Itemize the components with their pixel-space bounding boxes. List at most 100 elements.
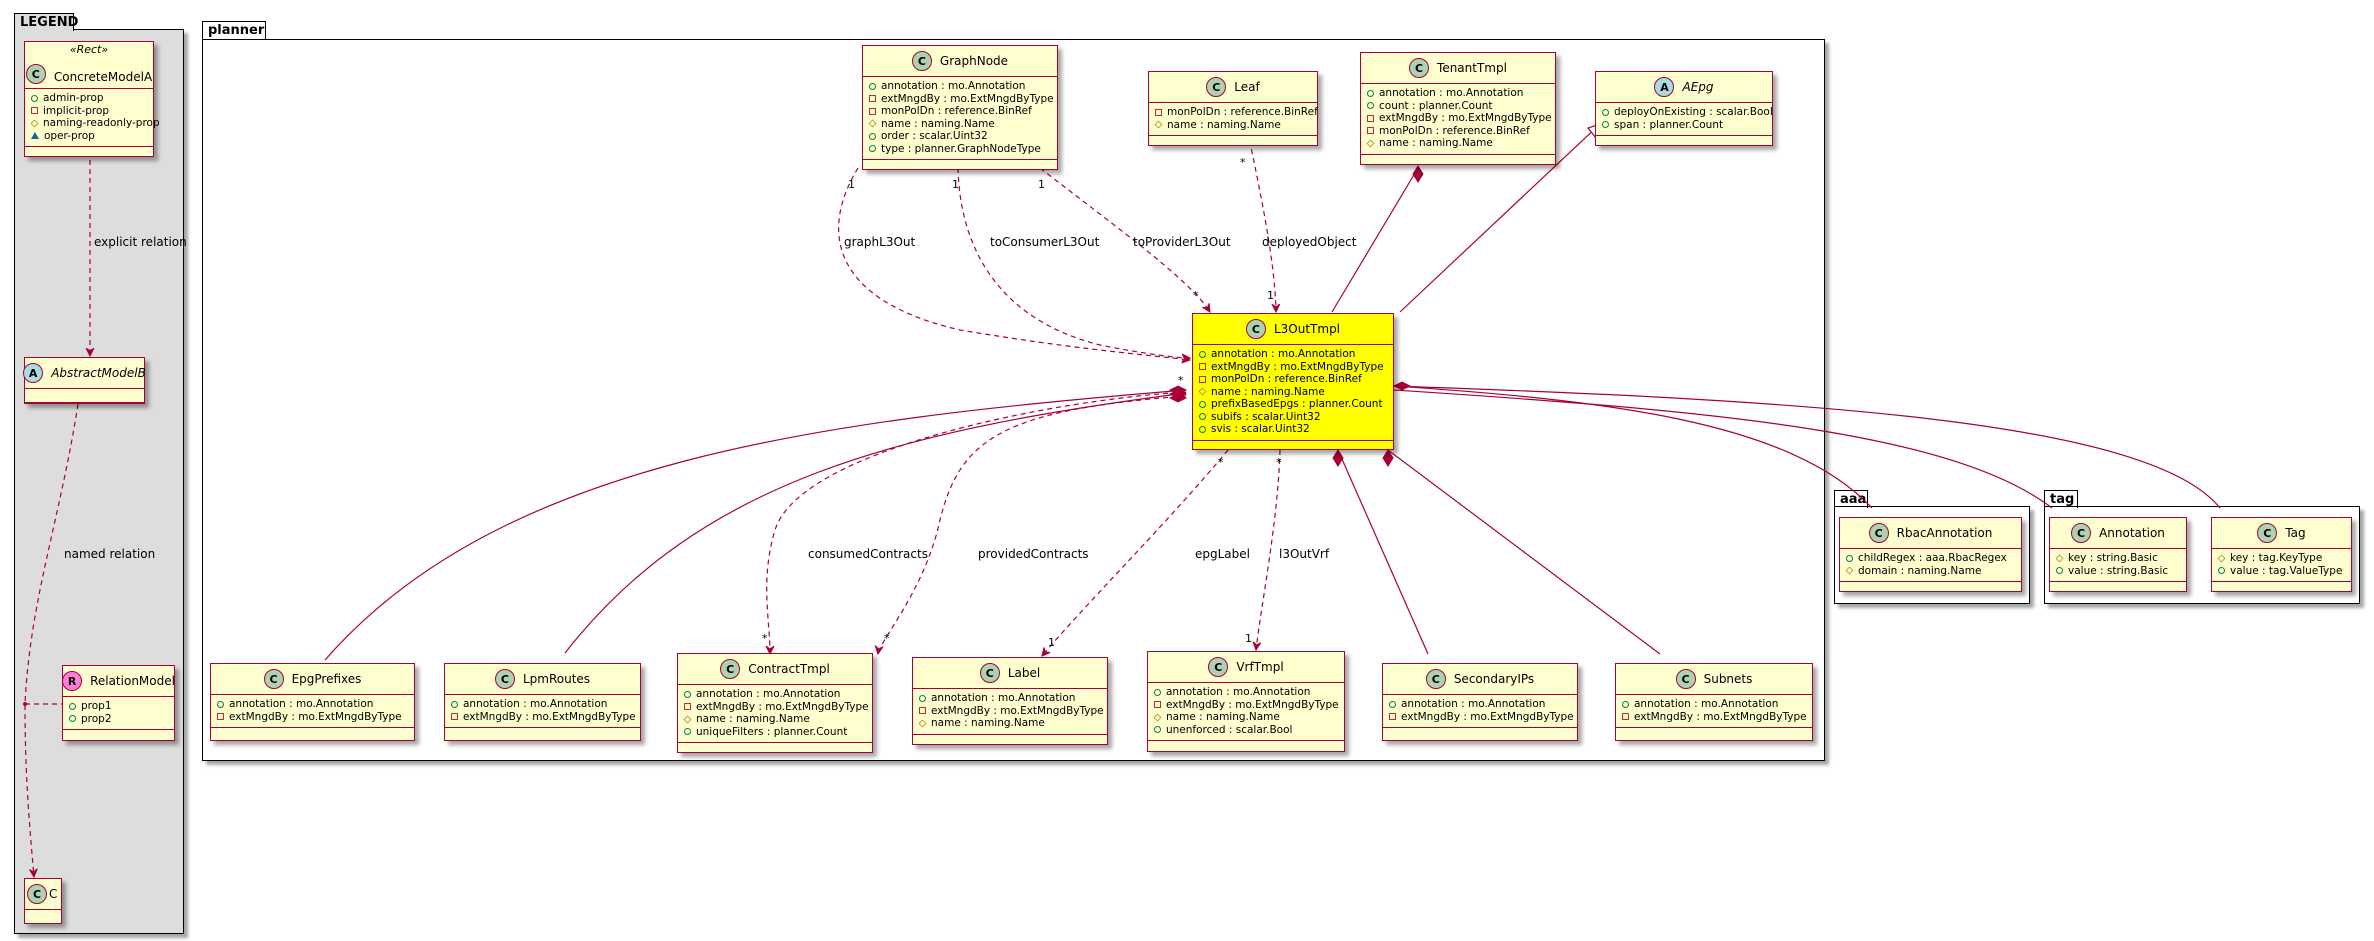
class-name: C	[49, 887, 58, 901]
attribute: deployOnExisting : scalar.Bool	[1602, 106, 1773, 119]
annotation-composition-edge	[1393, 389, 2053, 509]
toProviderL3Out-src-mult: 1	[1038, 178, 1045, 191]
attribute: count : planner.Count	[1367, 100, 1549, 113]
method-compartment	[1148, 741, 1344, 748]
tenant-composition-edge	[1331, 167, 1419, 313]
class-c[interactable]: C C	[24, 878, 62, 924]
attribute: implicit-prop	[31, 105, 147, 118]
toConsumerL3Out-src-mult: 1	[952, 178, 959, 191]
public-visibility-icon	[684, 728, 691, 736]
class-abstract-model-b[interactable]: A AbstractModelB	[23, 357, 146, 404]
attribute-text: annotation : mo.Annotation	[229, 698, 374, 710]
attribute-text: annotation : mo.Annotation	[463, 698, 608, 710]
attribute-list	[25, 389, 144, 403]
public-visibility-icon	[217, 700, 224, 708]
method-compartment	[211, 728, 414, 735]
protected-visibility-icon	[1845, 566, 1854, 575]
class-rbac-annotation[interactable]: C RbacAnnotation childRegex : aaa.RbacRe…	[1839, 517, 2022, 592]
attribute: domain : naming.Name	[1845, 565, 2015, 578]
attribute-text: count : planner.Count	[1379, 99, 1493, 112]
attribute: span : planner.Count	[1602, 119, 1766, 132]
class-label[interactable]: C Label annotation : mo.Annotation extMn…	[912, 657, 1108, 745]
class-concrete-model-a[interactable]: «Rect» C ConcreteModelA admin-prop impli…	[24, 41, 160, 157]
attribute-text: admin-prop	[43, 92, 104, 104]
attribute: annotation : mo.Annotation	[1389, 698, 1571, 711]
l3OutVrf-dst-mult: 1	[1245, 632, 1252, 645]
class-epg-prefixes[interactable]: C EpgPrefixes annotation : mo.Annotation…	[210, 663, 415, 741]
public-visibility-icon	[1602, 121, 1609, 129]
class-secondary-ips[interactable]: C SecondaryIPs annotation : mo.Annotatio…	[1382, 663, 1578, 741]
named-relation-edge	[24, 403, 79, 877]
attribute: name : naming.Name	[1198, 385, 1387, 399]
class-relation-model[interactable]: R RelationModel prop1 prop2	[62, 665, 175, 741]
attribute-text: annotation : mo.Annotation	[881, 80, 1026, 92]
attribute-text: name : naming.Name	[931, 717, 1045, 729]
attribute: name : naming.Name	[1153, 711, 1338, 724]
class-leaf[interactable]: C Leaf monPolDn : reference.BinRef name …	[1148, 71, 1318, 146]
attribute-text: name : naming.Name	[1211, 385, 1325, 398]
epgLabel-src-mult: *	[1218, 456, 1224, 469]
attribute-text: extMngdBy : mo.ExtMngdByType	[931, 704, 1104, 717]
l3OutVrf-label: l3OutVrf	[1279, 547, 1330, 561]
method-compartment	[1596, 136, 1772, 143]
method-compartment	[1149, 136, 1317, 143]
class-name: Subnets	[1703, 672, 1753, 686]
private-visibility-icon	[869, 107, 876, 115]
private-visibility-icon	[451, 713, 458, 721]
protected-visibility-icon	[2217, 554, 2226, 563]
private-visibility-icon	[1199, 363, 1206, 371]
tenant-composition-diamond	[1412, 165, 1424, 183]
public-visibility-icon	[919, 694, 926, 702]
attribute: name : naming.Name	[868, 117, 1051, 131]
class-contract-tmpl[interactable]: C ContractTmpl annotation : mo.Annotatio…	[677, 653, 873, 753]
class-graph-node[interactable]: C GraphNode annotation : mo.Annotation e…	[862, 45, 1058, 170]
attribute: prop1	[69, 700, 168, 713]
public-visibility-icon	[1846, 554, 1853, 562]
method-compartment	[1383, 728, 1577, 735]
private-visibility-icon	[1622, 713, 1629, 721]
public-visibility-icon	[1367, 89, 1374, 97]
rbac-composition-diamond	[1392, 381, 1412, 391]
class-vrf-tmpl[interactable]: C VrfTmpl annotation : mo.Annotation ext…	[1147, 651, 1345, 752]
class-l3out-tmpl[interactable]: C L3OutTmpl annotation : mo.Annotation e…	[1192, 313, 1394, 450]
planner-package-tab: planner	[202, 21, 266, 39]
class-lpm-routes[interactable]: C LpmRoutes annotation : mo.Annotation e…	[444, 663, 641, 741]
attribute: value : tag.ValueType	[2218, 565, 2345, 578]
class-name: SecondaryIPs	[1453, 672, 1535, 686]
toConsumerL3Out-edge	[957, 167, 1190, 358]
attribute-text: naming-readonly-prop	[43, 117, 160, 129]
class-tenant-tmpl[interactable]: C TenantTmpl annotation : mo.Annotation …	[1360, 52, 1556, 165]
class-aepg[interactable]: A AEpg deployOnExisting : scalar.Bool sp…	[1595, 71, 1773, 146]
class-name: EpgPrefixes	[291, 672, 362, 686]
tag-package	[2044, 506, 2360, 604]
protected-visibility-icon	[918, 719, 927, 728]
class-name: AEpg	[1682, 80, 1714, 94]
class-name: Label	[1007, 666, 1041, 680]
class-c-icon: C	[720, 659, 741, 679]
protected-visibility-icon	[30, 119, 39, 128]
class-name: AbstractModelB	[51, 366, 146, 380]
public-visibility-icon	[1154, 688, 1161, 696]
attribute: annotation : mo.Annotation	[684, 688, 866, 701]
class-annotation[interactable]: C Annotation key : string.Basic value : …	[2049, 517, 2187, 592]
deployedObject-src-mult: *	[1240, 156, 1246, 169]
class-tag[interactable]: C Tag key : tag.KeyType value : tag.Valu…	[2211, 517, 2352, 592]
attribute-list: admin-prop implicit-prop naming-readonly…	[25, 89, 160, 147]
class-subnets[interactable]: C Subnets annotation : mo.Annotation ext…	[1615, 663, 1813, 741]
public-visibility-icon	[2218, 567, 2225, 575]
attribute-text: deployOnExisting : scalar.Bool	[1614, 106, 1773, 118]
tag-package-tab: tag	[2044, 490, 2078, 508]
attribute-text: name : naming.Name	[881, 117, 995, 130]
private-visibility-icon	[1199, 375, 1206, 383]
subnets-composition-edge	[1387, 449, 1661, 655]
attribute-text: subifs : scalar.Uint32	[1211, 410, 1321, 423]
class-c-icon: C	[1245, 319, 1266, 339]
providedContracts-label: providedContracts	[978, 547, 1089, 561]
providedContracts-edge	[878, 395, 1187, 654]
epgLabel-edge	[1042, 449, 1229, 656]
graphL3Out-dst-mult: *	[1178, 374, 1184, 387]
attribute-text: extMngdBy : mo.ExtMngdByType	[696, 700, 869, 713]
attribute-text: extMngdBy : mo.ExtMngdByType	[1211, 360, 1384, 373]
method-compartment	[1361, 155, 1555, 162]
